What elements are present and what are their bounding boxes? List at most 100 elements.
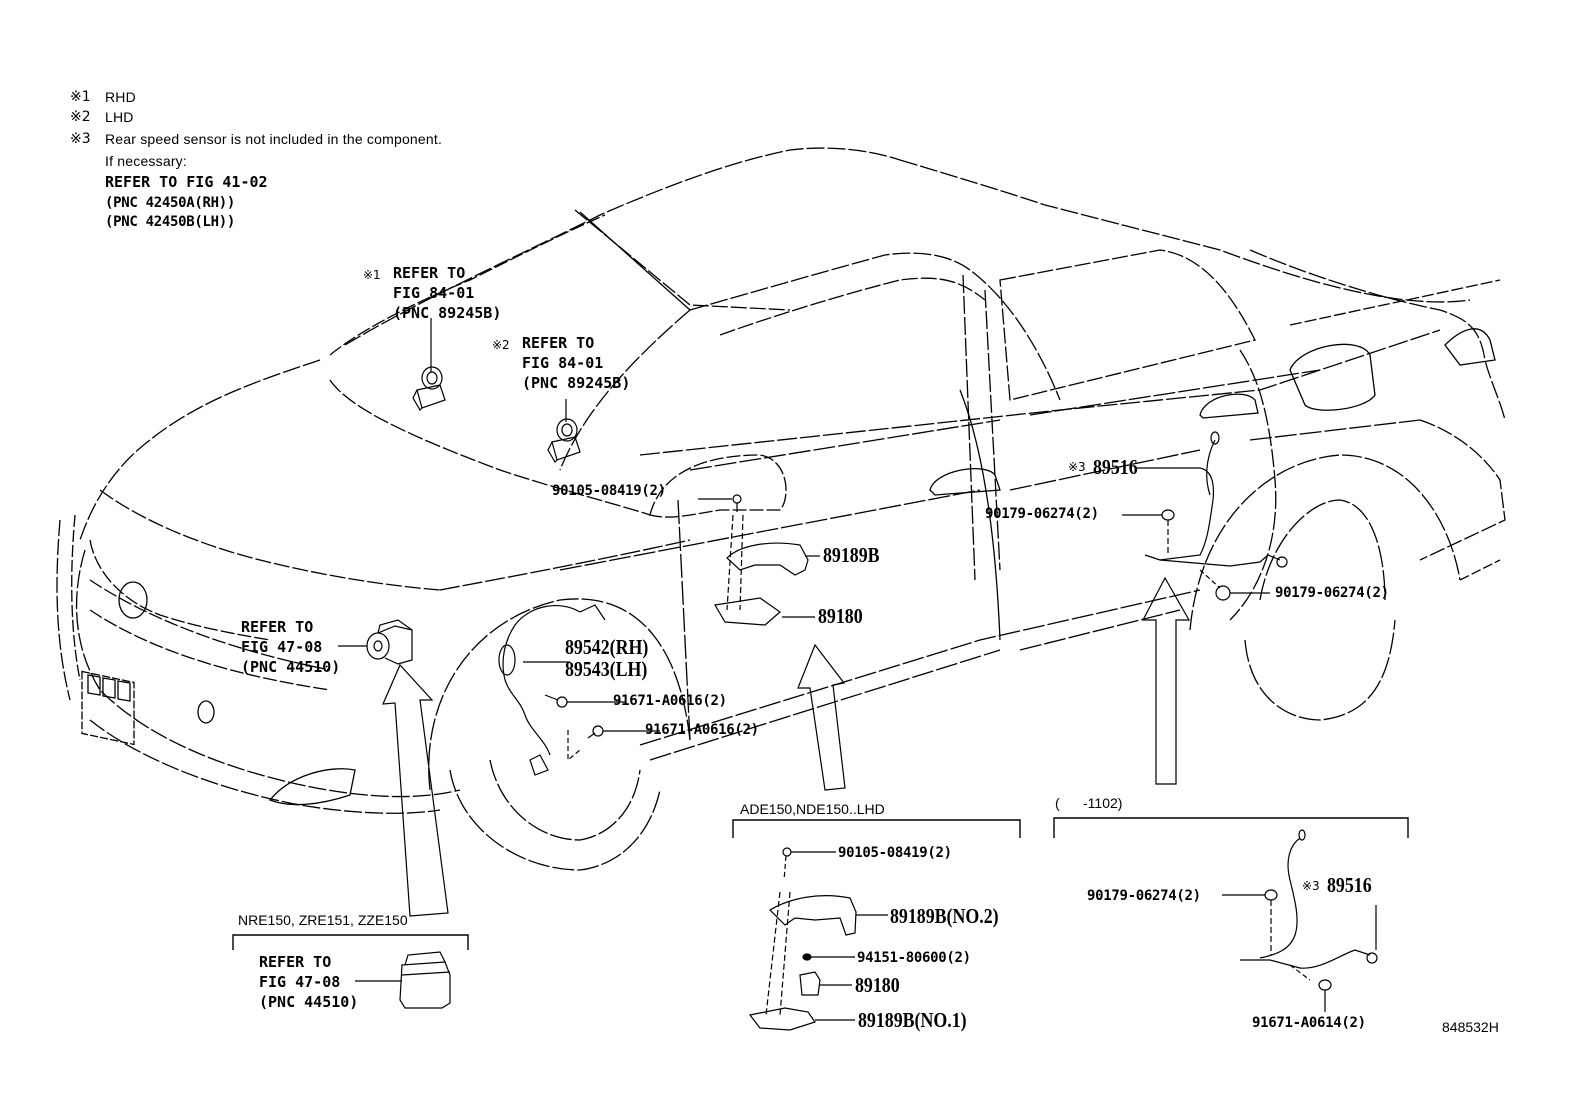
license-plate	[81, 670, 135, 746]
note-1-symbol: ※1	[70, 89, 91, 105]
part-number-89516[interactable]: 89516	[1093, 455, 1138, 479]
rear-wheel-arch	[1189, 454, 1461, 631]
fig-ref[interactable]: FIG 84-01	[393, 284, 475, 302]
part-number-bolt-91671-a0614[interactable]: 91671-A0614(2)	[1252, 1015, 1366, 1031]
note-3-text: Rear speed sensor is not included in the…	[105, 131, 443, 147]
headlight	[89, 539, 271, 641]
rear-door-edge	[1229, 349, 1277, 621]
fog-light-housing	[268, 768, 356, 806]
fig-ref[interactable]: FIG 84-01	[522, 354, 604, 372]
grille-upper	[89, 579, 331, 671]
note-3-pnc-lh: (PNC 42450B(LH))	[105, 214, 236, 230]
note-3-refer-link[interactable]: REFER TO FIG 41-02	[105, 173, 268, 191]
fender-line	[439, 539, 691, 591]
front-door-handle	[929, 468, 1001, 496]
figure-id: 848532H	[1442, 1019, 1499, 1035]
rear-sensor-mark: ※3	[1068, 460, 1086, 474]
part-number-bolt-91671-b[interactable]: 91671-A0616(2)	[645, 722, 759, 738]
part-number-89516[interactable]: 89516	[1327, 873, 1372, 897]
side-mirror	[649, 454, 787, 518]
pnc-ref: (PNC 89245B)	[522, 374, 631, 392]
fig-ref[interactable]: FIG 47-08	[241, 638, 323, 656]
part-number-89189b[interactable]: 89189B	[823, 543, 880, 567]
part-number-89543-lh[interactable]: 89543(LH)	[565, 657, 648, 681]
refer-to-label[interactable]: REFER TO	[259, 953, 332, 971]
front-door-front-edge	[677, 499, 691, 741]
taillight	[1444, 328, 1496, 366]
bumper-lower	[89, 719, 441, 814]
part-upper-bracket-group	[698, 494, 820, 626]
front-corner-2	[71, 514, 81, 681]
note-3-symbol: ※3	[70, 131, 91, 147]
part-number-89189b-no1[interactable]: 89189B(NO.1)	[858, 1008, 967, 1032]
callout-mark: ※2	[492, 338, 510, 352]
inset-title: NRE150, ZRE151, ZZE150	[238, 912, 408, 928]
fuel-door	[1289, 343, 1376, 411]
part-number-89189b-no2[interactable]: 89189B(NO.2)	[890, 904, 999, 928]
note-1-text: RHD	[105, 89, 136, 105]
windshield-bottom-edge	[574, 209, 791, 311]
part-number-89180[interactable]: 89180	[855, 973, 900, 997]
a-pillar	[559, 309, 691, 471]
hood-top	[79, 359, 321, 541]
inset-nre-bracket	[232, 934, 469, 950]
arrow-abs	[382, 663, 449, 917]
plate-digits	[87, 674, 131, 702]
part-number-bolt-90105[interactable]: 90105-08419(2)	[552, 483, 666, 499]
grille-lower	[89, 609, 331, 691]
inset-frames	[232, 817, 1409, 950]
part-number-nut-90179-a[interactable]: 90179-06274(2)	[985, 506, 1099, 522]
part-number-nut-90179[interactable]: 90179-06274(2)	[1087, 888, 1201, 904]
inset-nre-abs-module	[355, 951, 451, 1009]
inset-ade-parts	[748, 847, 888, 1031]
part-number-bolt-91671-a[interactable]: 91671-A0616(2)	[613, 693, 727, 709]
part-yaw-sensor-rhd	[412, 318, 446, 411]
note-3-if-necessary: If necessary:	[105, 153, 187, 169]
arrow-rear-sensor	[1142, 576, 1191, 785]
refer-to-label[interactable]: REFER TO	[241, 618, 314, 636]
windshield-top	[329, 214, 606, 356]
rear-tire-outer	[1244, 619, 1396, 721]
refer-to-label[interactable]: REFER TO	[393, 264, 466, 282]
part-front-bolts	[544, 694, 660, 762]
emblem	[118, 581, 148, 619]
part-number-89180[interactable]: 89180	[818, 604, 863, 628]
inset-rear-bracket	[1053, 817, 1409, 838]
note-2-symbol: ※2	[70, 109, 91, 125]
note-3-pnc-rh: (PNC 42450A(RH))	[105, 195, 236, 211]
pnc-ref: (PNC 44510)	[259, 993, 359, 1011]
rocker-line-2	[639, 589, 1201, 746]
pnc-ref: (PNC 89245B)	[393, 304, 502, 322]
front-wheel-arch	[428, 598, 691, 791]
part-abs-actuator	[338, 619, 413, 665]
part-yaw-sensor-lhd	[547, 399, 581, 463]
rocker-line	[649, 609, 1181, 761]
rear-quarter	[1459, 559, 1501, 581]
fig-ref[interactable]: FIG 47-08	[259, 973, 341, 991]
rear-door-handle	[1199, 393, 1259, 419]
inset-ade-bracket	[732, 819, 1021, 838]
pnc-ref: (PNC 44510)	[241, 658, 341, 676]
car-body-outline	[56, 147, 1506, 871]
trunk	[1249, 249, 1506, 421]
side-crease-1	[689, 369, 1321, 471]
front-tire-outer	[449, 769, 661, 871]
hood-front-edge	[99, 489, 441, 591]
rear-window	[999, 249, 1256, 401]
part-number-89542-rh[interactable]: 89542(RH)	[565, 635, 649, 659]
window-frame-inner	[719, 277, 986, 336]
window-frame-outer	[689, 252, 1061, 401]
b-pillar	[962, 274, 1001, 581]
part-number-nut-94151[interactable]: 94151-80600(2)	[857, 950, 971, 966]
rear-bumper	[1419, 419, 1506, 561]
inset-rear-parts	[1222, 829, 1378, 1012]
rear-tire-inner	[1259, 499, 1386, 601]
inset-title: ( -1102)	[1055, 795, 1123, 811]
fog-light-front	[197, 700, 215, 724]
part-number-bolt-90105[interactable]: 90105-08419(2)	[838, 845, 952, 861]
roof-windshield-diag	[579, 211, 691, 311]
part-number-nut-90179-b[interactable]: 90179-06274(2)	[1275, 585, 1389, 601]
refer-to-label[interactable]: REFER TO	[522, 334, 595, 352]
arrow-bracket	[797, 643, 846, 791]
